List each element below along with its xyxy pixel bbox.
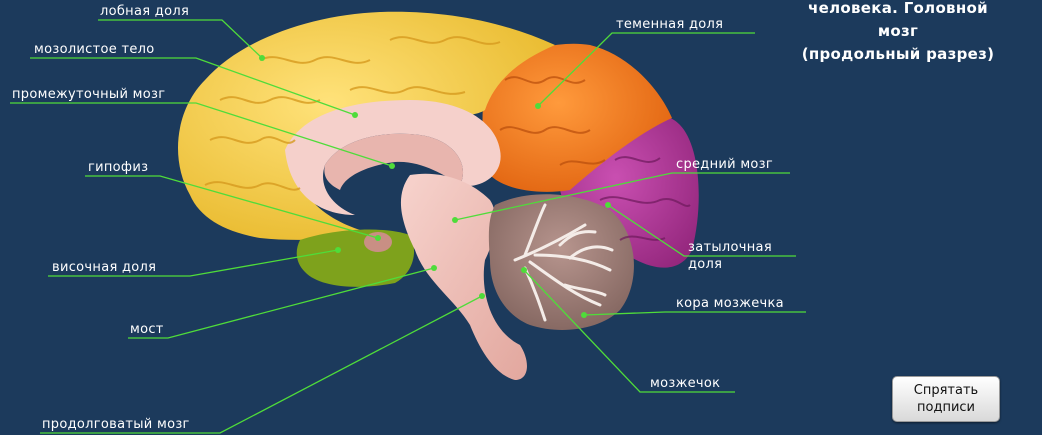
hide-labels-button[interactable]: Спрятать подписи bbox=[892, 376, 1000, 422]
label-occipital-lobe-line2: доля bbox=[688, 257, 722, 272]
label-pons: мост bbox=[130, 322, 164, 337]
label-medulla: продолговатый мозг bbox=[42, 417, 190, 432]
label-cerebellar-cortex: кора мозжечка bbox=[676, 296, 784, 311]
leader-medulla bbox=[40, 296, 482, 433]
label-occipital-lobe-line1: затылочная bbox=[688, 240, 772, 255]
label-midbrain: средний мозг bbox=[676, 157, 773, 172]
label-cerebellum: мозжечок bbox=[650, 376, 720, 391]
label-pituitary: гипофиз bbox=[88, 160, 148, 175]
label-corpus-callosum: мозолистое тело bbox=[34, 42, 155, 57]
label-temporal-lobe: височная доля bbox=[52, 260, 156, 275]
label-parietal-lobe: теменная доля bbox=[616, 17, 723, 32]
hide-labels-button-line1: Спрятать bbox=[893, 382, 999, 399]
label-frontal-lobe: лобная доля bbox=[100, 4, 189, 19]
title-line-2: мозг bbox=[768, 20, 1028, 43]
diagram-title: человека. Головной мозг (продольный разр… bbox=[768, 0, 1028, 66]
title-line-3: (продольный разрез) bbox=[768, 43, 1028, 66]
title-line-1: человека. Головной bbox=[768, 0, 1028, 20]
hide-labels-button-line2: подписи bbox=[893, 399, 999, 416]
label-diencephalon: промежуточный мозг bbox=[12, 87, 165, 102]
